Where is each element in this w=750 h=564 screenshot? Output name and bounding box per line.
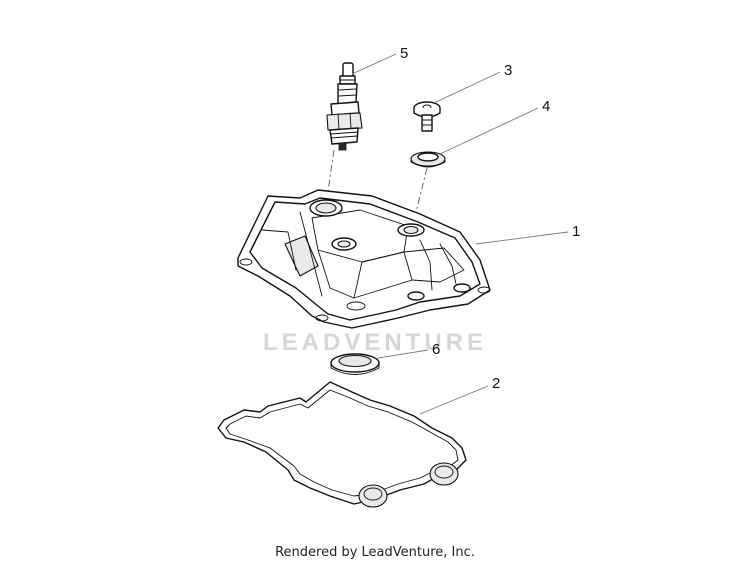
footer-credit: Rendered by LeadVenture, Inc. (275, 545, 475, 560)
callout-3: 3 (504, 62, 512, 79)
bolt-part[interactable] (413, 101, 441, 132)
seal-ring-part[interactable] (330, 353, 380, 375)
callout-4: 4 (542, 98, 550, 115)
gasket-part[interactable] (217, 381, 467, 508)
leader-line-5 (351, 53, 397, 75)
spark-plug-part[interactable] (326, 62, 363, 151)
washer-part[interactable] (410, 151, 446, 168)
callout-1: 1 (572, 223, 580, 240)
callout-6: 6 (432, 341, 440, 358)
leader-line-2 (419, 385, 489, 415)
callout-5: 5 (400, 45, 408, 62)
valve-cover-part[interactable] (237, 189, 491, 329)
leader-line-1 (475, 231, 569, 245)
callout-2: 2 (492, 375, 500, 392)
leader-line-3 (433, 71, 501, 104)
watermark: LEADVENTURE (263, 329, 487, 356)
leader-line-4 (439, 107, 539, 155)
leader-line-6 (377, 349, 429, 359)
